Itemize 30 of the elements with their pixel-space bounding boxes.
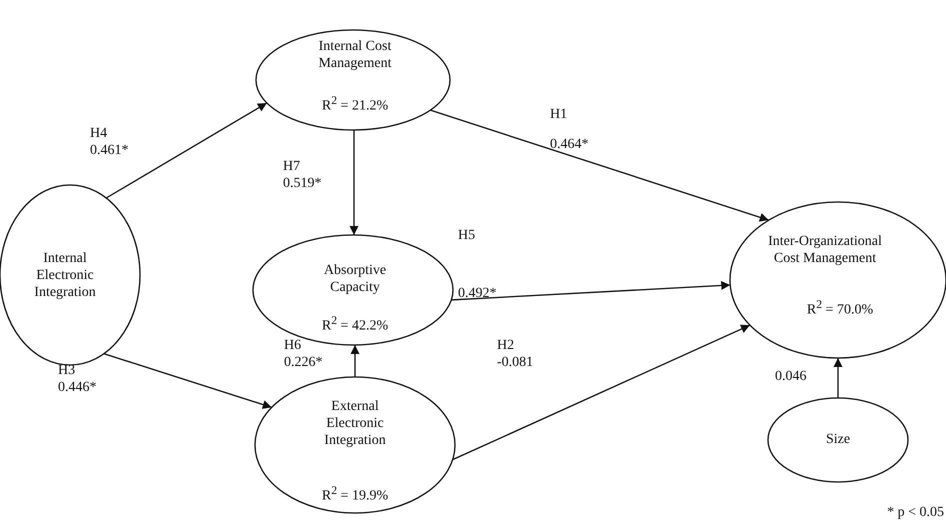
path-arrow — [106, 102, 268, 199]
construct-ellipse — [767, 397, 909, 483]
path-arrow — [430, 110, 769, 222]
path-coefficient: 0.046 — [775, 368, 808, 385]
r-squared-value: R$^{2}$ = 42.2% — [320, 313, 390, 335]
r-squared-value: R$^{2}$ = 19.9% — [320, 483, 390, 505]
path-arrow — [104, 353, 272, 409]
construct-name: Internal Electronic Integration — [33, 250, 97, 301]
construct-name: Inter-Organizational Cost Management — [767, 233, 883, 267]
path-arrow — [350, 130, 358, 235]
significance-note: * p < 0.05 — [886, 504, 944, 521]
path-coefficient: H2 -0.081 — [497, 337, 534, 371]
path-arrow — [451, 280, 730, 301]
path-arrow — [350, 345, 360, 377]
construct-name: External Electronic Integration — [323, 398, 387, 449]
construct-name: Size — [824, 431, 852, 448]
construct-name: Absorptive Capacity — [322, 262, 388, 296]
construct-name: Internal Cost Management — [317, 38, 393, 72]
path-coefficient: H5 0.492* — [458, 227, 498, 303]
path-arrow — [452, 324, 750, 460]
r-squared-value: R$^{2}$ = 70.0% — [806, 297, 874, 319]
construct-ellipse — [254, 376, 456, 514]
path-coefficient: H1 0.464* — [550, 106, 590, 154]
path-coefficient: H6 0.226* — [284, 337, 324, 371]
r-squared-value: R$^{2}$ = 21.2% — [320, 93, 390, 115]
path-coefficient: H3 0.446* — [58, 362, 98, 396]
path-coefficient: H7 0.519* — [283, 158, 322, 192]
path-arrow — [834, 358, 842, 398]
construct-ellipse — [255, 29, 451, 131]
path-coefficient: H4 0.461* — [90, 125, 130, 159]
